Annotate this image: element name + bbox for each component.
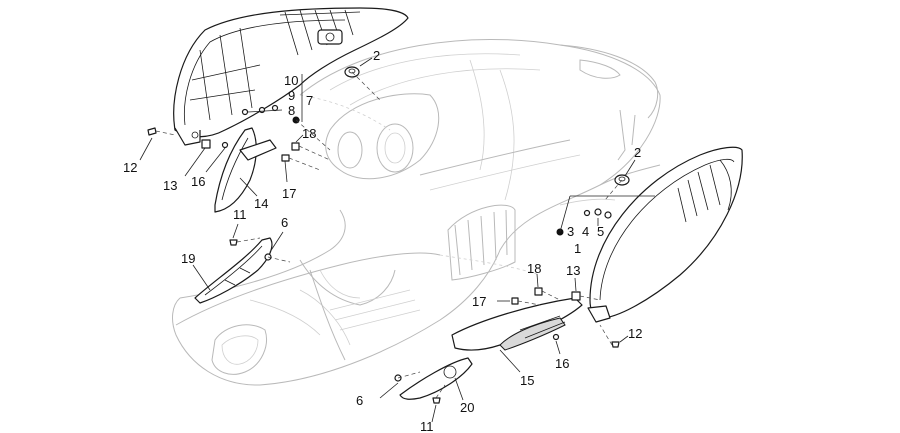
callout-labels: 2 10 9 8 7 18 12 13 16 17 14 11 6 19 2 3…: [123, 48, 642, 433]
leader-lines: [139, 57, 655, 423]
callout-15: 15: [520, 373, 534, 388]
callout-2-right: 2: [634, 145, 641, 160]
callout-16-left: 16: [191, 174, 205, 189]
callout-5: 5: [597, 224, 604, 239]
callout-7: 7: [306, 93, 313, 108]
callout-19: 19: [181, 251, 195, 266]
callout-18-left: 18: [302, 126, 316, 141]
callout-13-left: 13: [163, 178, 177, 193]
part-15-panel: [451, 297, 583, 351]
callout-11-left: 11: [233, 207, 247, 222]
callout-16-right: 16: [555, 356, 569, 371]
scooter-body-outline: [172, 38, 661, 386]
callout-10: 10: [284, 73, 298, 88]
callout-17-left: 17: [282, 186, 296, 201]
callout-12-left: 12: [123, 160, 137, 175]
callout-11-bottom: 11: [420, 419, 434, 433]
callout-3: 3: [567, 224, 574, 239]
callout-8: 8: [288, 103, 295, 118]
callout-14: 14: [254, 196, 268, 211]
callout-4: 4: [582, 224, 589, 239]
left-side-cowl: [173, 7, 409, 146]
part-20-panel: [399, 357, 473, 400]
part-19-panel: [194, 237, 273, 304]
right-side-cowl: [587, 146, 743, 323]
callout-17-right: 17: [472, 294, 486, 309]
callout-13-right: 13: [566, 263, 580, 278]
part-14-panel: [214, 127, 277, 213]
callout-2-top: 2: [373, 48, 380, 63]
callout-6-bottom: 6: [356, 393, 363, 408]
callout-20: 20: [460, 400, 474, 415]
callout-12-right: 12: [628, 326, 642, 341]
hardware: [147, 66, 630, 404]
callout-18-right: 18: [527, 261, 541, 276]
callout-9: 9: [288, 88, 295, 103]
callout-6-left: 6: [281, 215, 288, 230]
assembly-lines: [155, 71, 623, 399]
callout-1: 1: [574, 241, 581, 256]
